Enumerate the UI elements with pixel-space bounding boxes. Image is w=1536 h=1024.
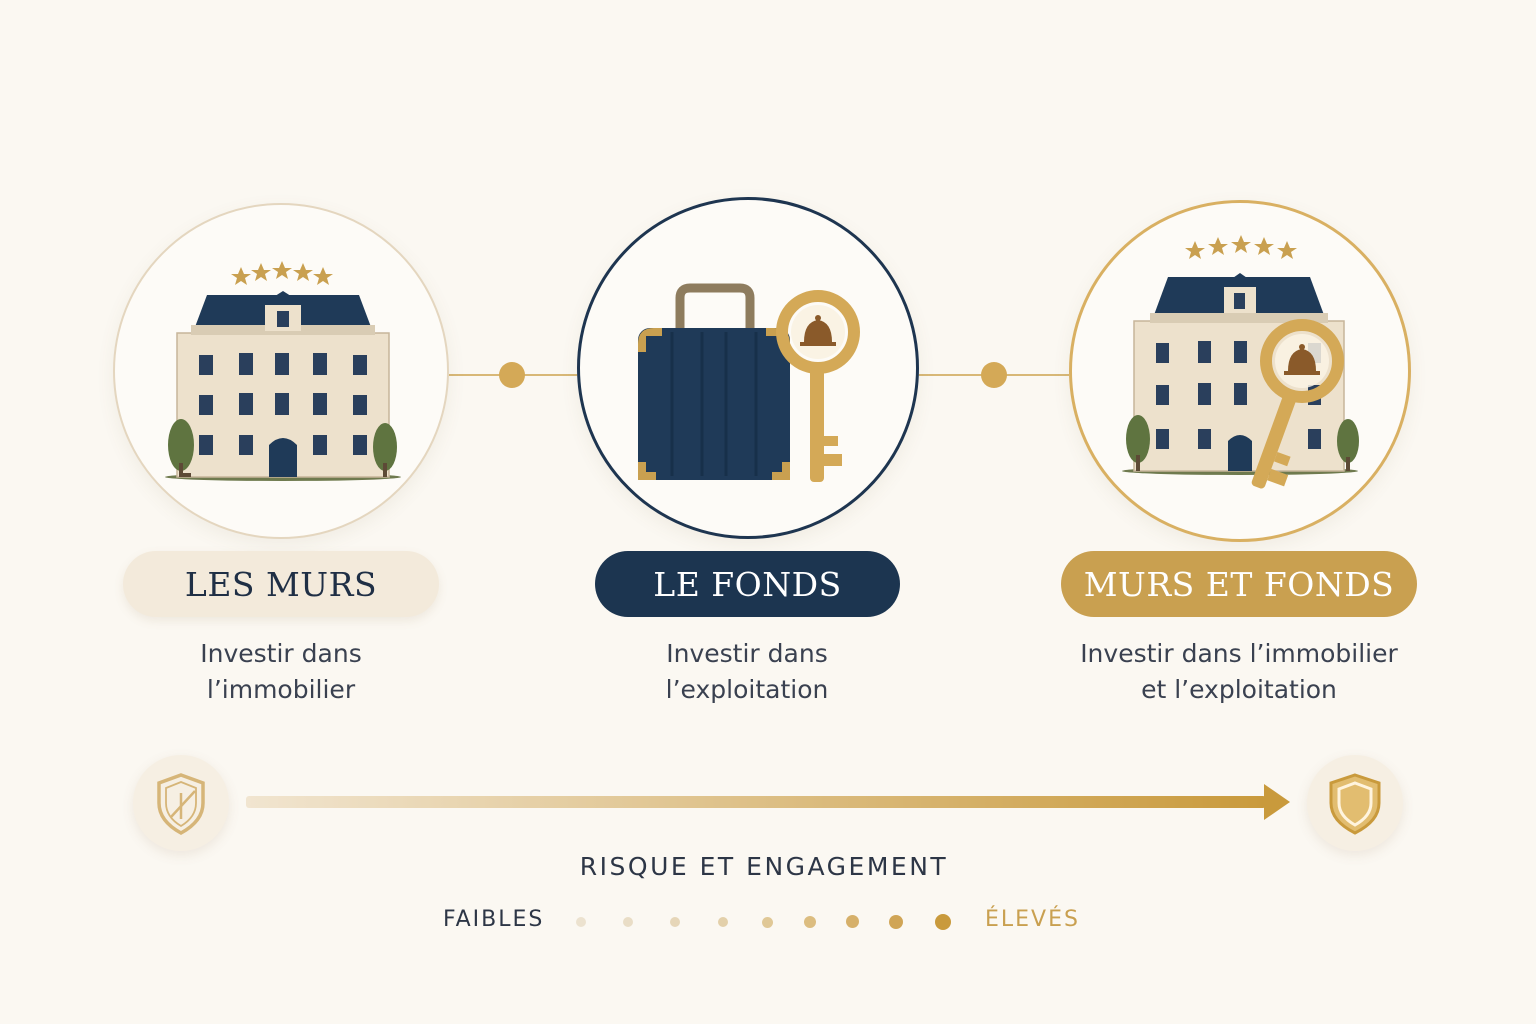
shield-outline-icon <box>157 773 205 835</box>
connector-dot-1 <box>499 362 525 388</box>
scale-dot <box>804 916 816 928</box>
hotel-key-icon <box>1122 235 1359 489</box>
low-risk-badge <box>133 755 229 851</box>
connector-dot-2 <box>981 362 1007 388</box>
scale-dot <box>623 917 633 927</box>
hotel-building-icon <box>165 261 401 481</box>
desc-line: Investir dans l’immobilier <box>1080 639 1398 668</box>
high-risk-badge <box>1307 755 1403 851</box>
scale-dot <box>935 914 951 930</box>
risk-arrow <box>246 784 1290 820</box>
risk-title: RISQUE ET ENGAGEMENT <box>579 852 949 881</box>
scale-dot <box>576 917 586 927</box>
option-murs-description: Investir dans l’immobilier <box>131 636 431 708</box>
risk-low-label: FAIBLES <box>443 907 545 932</box>
desc-line: et l’exploitation <box>1141 675 1337 704</box>
desc-line: Investir dans <box>666 639 828 668</box>
option-fonds-circle <box>577 197 919 539</box>
scale-dot <box>889 915 903 929</box>
scale-dot <box>846 915 859 928</box>
desc-line: Investir dans <box>200 639 362 668</box>
option-murs-fonds-description: Investir dans l’immobilier et l’exploita… <box>1058 636 1420 708</box>
option-murs-title: LES MURS <box>123 551 439 617</box>
scale-dot <box>718 917 728 927</box>
desc-line: l’immobilier <box>206 675 356 704</box>
option-murs-fonds-title: MURS ET FONDS <box>1061 551 1417 617</box>
suitcase-key-icon <box>638 283 860 482</box>
option-murs-fonds-circle <box>1069 200 1411 542</box>
option-fonds-description: Investir dans l’exploitation <box>597 636 897 708</box>
scale-dot <box>670 917 680 927</box>
shield-filled-icon <box>1329 773 1381 835</box>
option-fonds-title: LE FONDS <box>595 551 900 617</box>
risk-high-label: ÉLEVÉS <box>985 907 1080 932</box>
option-murs-circle <box>113 203 449 539</box>
desc-line: l’exploitation <box>665 675 829 704</box>
scale-dot <box>762 917 773 928</box>
